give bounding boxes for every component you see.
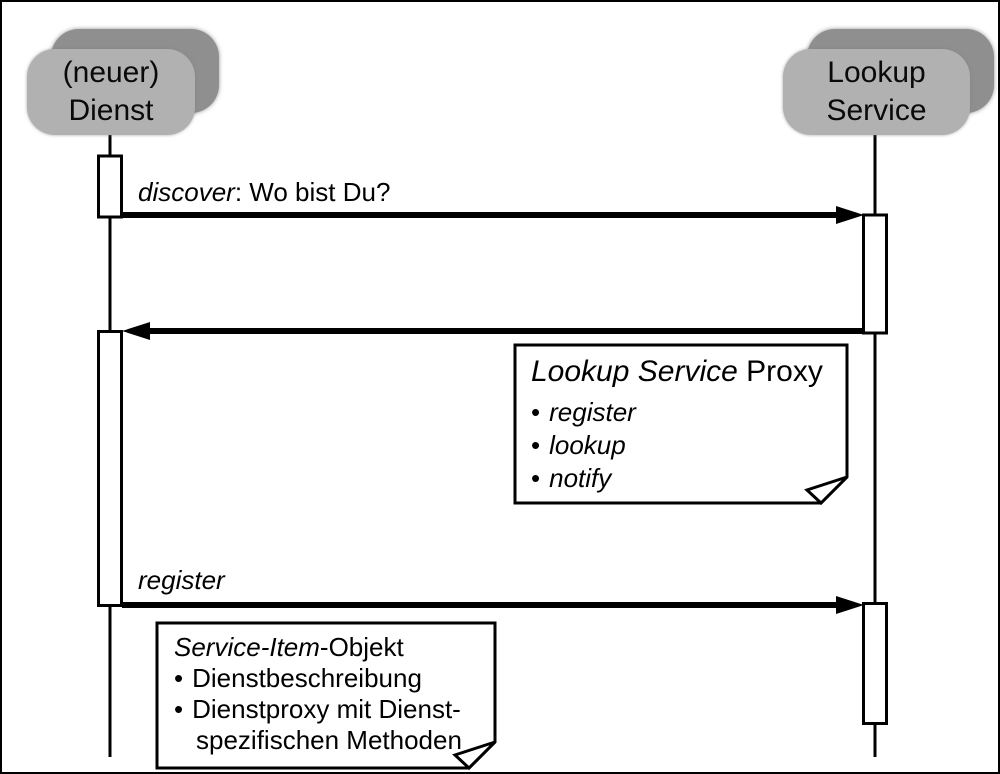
message-label-italic: register xyxy=(138,565,225,595)
bullet-glyph: • xyxy=(531,397,541,427)
actor-name-line: (neuer) xyxy=(62,56,160,89)
activation-bar-right-1 xyxy=(862,213,888,335)
actor-name-line: Dienst xyxy=(68,94,154,127)
message-label-italic: discover xyxy=(138,177,235,207)
bullet-glyph: • xyxy=(174,694,184,724)
actor-box-face: Lookup Service xyxy=(783,49,970,135)
note-title-italic: Lookup Service xyxy=(531,355,738,388)
note-title: Service-Item-Objekt xyxy=(174,632,462,663)
actor-name-line: Lookup xyxy=(827,56,926,89)
message-label-rest: : Wo bist Du? xyxy=(234,177,391,207)
note-bullet-item: • register xyxy=(531,396,823,429)
note-item-text: notify xyxy=(549,463,612,493)
actor-box-face: (neuer) Dienst xyxy=(27,49,195,135)
message-arrow-discover xyxy=(122,206,864,224)
note-title: Lookup Service Proxy xyxy=(531,354,823,390)
note-lookup-service-proxy: Lookup Service Proxy • register • lookup •… xyxy=(531,354,823,495)
note-title-rest: -Objekt xyxy=(319,632,404,662)
message-label-register: register xyxy=(138,566,225,594)
bullet-glyph: • xyxy=(174,663,184,693)
note-shape-lookup-service-proxy xyxy=(513,343,849,506)
note-shape-service-item-objekt xyxy=(155,621,497,771)
note-item-text: lookup xyxy=(549,430,626,460)
note-item-text: Dienstproxy mit Dienst- xyxy=(192,694,461,724)
note-service-item-objekt: Service-Item-Objekt •Dienstbeschreibung … xyxy=(174,632,462,756)
note-title-italic: Service-Item xyxy=(174,632,320,662)
activation-bar-right-2 xyxy=(862,602,888,725)
note-bullet-item: • Dienstbeschreibung xyxy=(174,663,462,694)
message-arrow-return xyxy=(122,322,863,340)
actor-name-line: Service xyxy=(826,94,927,127)
activation-bar-left-1 xyxy=(97,154,123,219)
note-item-text: register xyxy=(549,397,636,427)
note-fold-corner xyxy=(452,740,497,771)
note-fold-corner xyxy=(804,475,849,506)
note-bullet-item: • Dienstproxy mit Dienst- xyxy=(174,694,462,725)
message-arrow-register xyxy=(122,596,864,614)
note-item-continuation: spezifischen Methoden xyxy=(196,725,462,755)
note-bullet-item: • notify xyxy=(531,462,823,495)
note-bullet-item: • lookup xyxy=(531,429,823,462)
bullet-glyph: • xyxy=(531,430,541,460)
activation-bar-left-2 xyxy=(97,330,123,607)
message-label-discover: discover: Wo bist Du? xyxy=(138,178,390,206)
bullet-glyph: • xyxy=(531,463,541,493)
note-title-rest: Proxy xyxy=(737,355,823,388)
note-item-text: Dienstbeschreibung xyxy=(192,663,422,693)
